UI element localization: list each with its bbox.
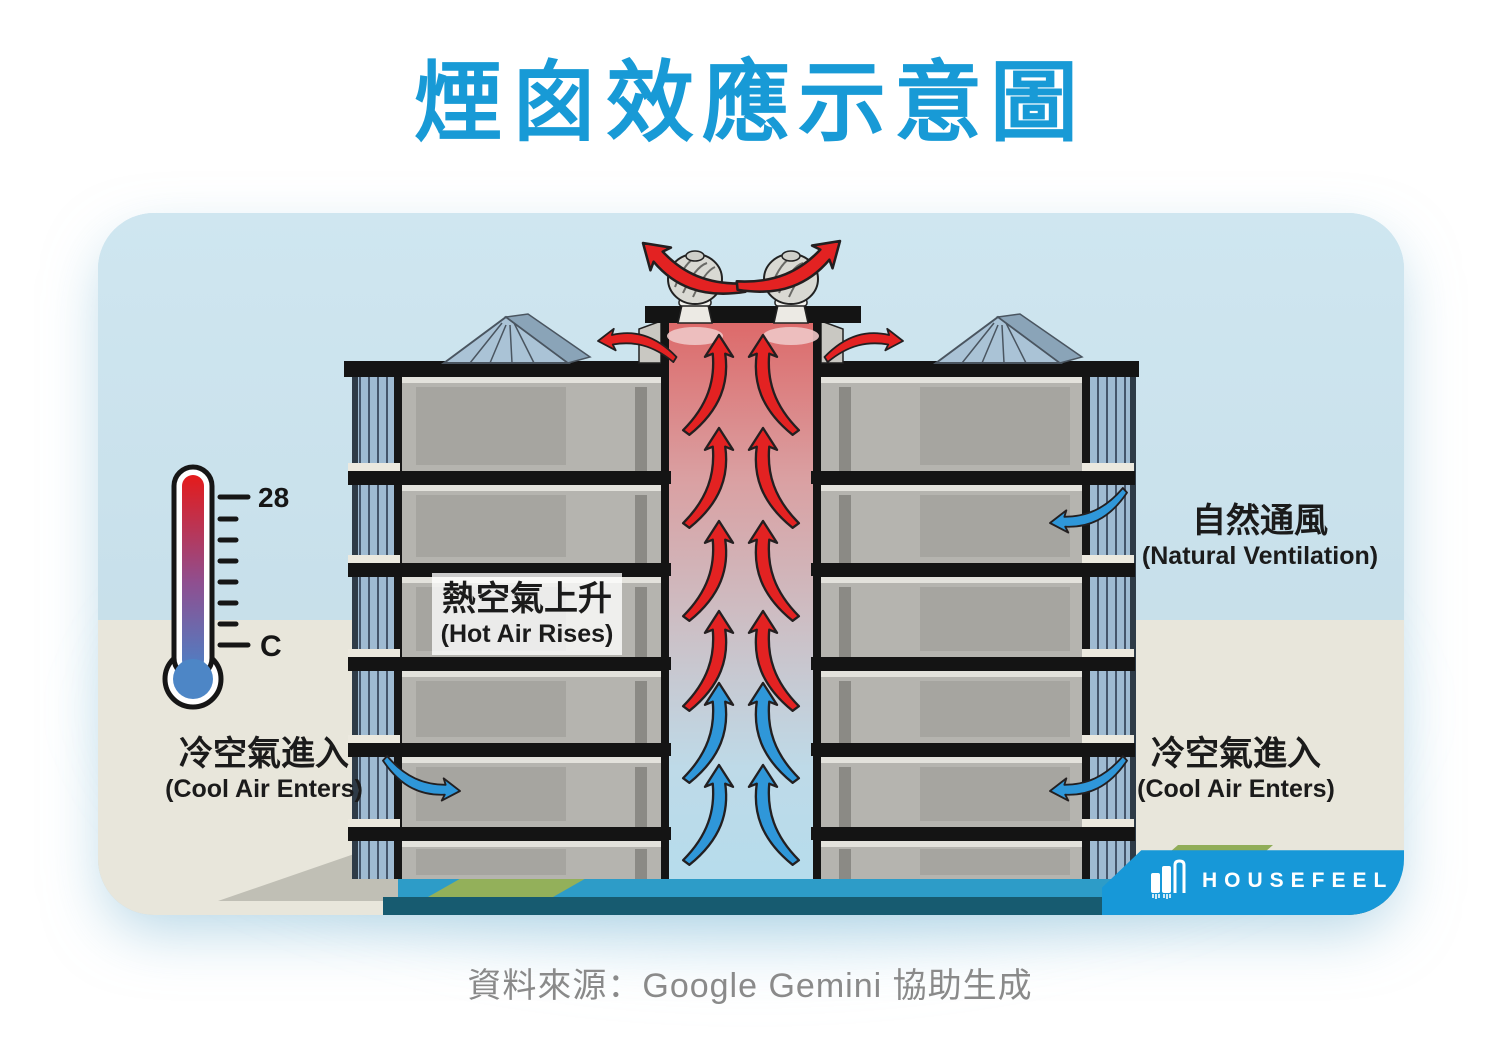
left-balconies (348, 463, 400, 827)
left-skylight (440, 313, 592, 364)
natural-ventilation-label-en: (Natural Ventilation) (1141, 541, 1379, 570)
cool-air-right-label-en: (Cool Air Enters) (1137, 774, 1335, 803)
housefeel-logo-icon (1151, 859, 1186, 899)
illustration-card: 28 C 熱空氣上升 (Hot Air Rises) 自然通風 (Natural… (98, 213, 1404, 915)
right-floor-slabs (809, 361, 1139, 841)
thermometer-scale (217, 494, 251, 648)
left-glass-facade (358, 377, 398, 879)
right-balconies (1082, 463, 1134, 827)
natural-ventilation-label-zh: 自然通風 (1192, 502, 1328, 540)
cool-air-left-label-zh: 冷空氣進入 (179, 735, 349, 773)
shaft-cap-slab (645, 306, 861, 323)
right-glass-facade (1090, 377, 1130, 879)
stack-effect-illustration: 28 C (98, 213, 1404, 915)
hot-air-label-zh: 熱空氣上升 (442, 580, 612, 618)
thermometer-bottom-label: C (260, 630, 282, 663)
cool-air-right-label: 冷空氣進入 (Cool Air Enters) (1116, 734, 1356, 804)
left-floor-slabs (344, 361, 669, 841)
right-wing-rooms (821, 377, 1082, 879)
brand-name: HOUSEFEEL (1202, 869, 1394, 892)
page-title: 煙囪效應示意圖 (413, 53, 1086, 152)
hot-air-label: 熱空氣上升 (Hot Air Rises) (432, 573, 622, 655)
central-shaft (645, 306, 861, 879)
cool-air-left-label: 冷空氣進入 (Cool Air Enters) (144, 734, 384, 804)
thermometer-top-label: 28 (258, 482, 289, 513)
brand-banner: HOUSEFEEL (1102, 850, 1404, 915)
cool-air-left-label-en: (Cool Air Enters) (165, 774, 363, 803)
thermometer-icon: 28 C (162, 464, 289, 710)
cool-air-right-label-zh: 冷空氣進入 (1151, 735, 1321, 773)
shaft-slab-stubs (647, 471, 835, 840)
source-caption: 資料來源：Google Gemini 協助生成 (467, 967, 1033, 1005)
right-skylight (932, 313, 1084, 364)
building-right-wing (809, 313, 1139, 879)
hot-air-label-en: (Hot Air Rises) (440, 619, 614, 648)
natural-ventilation-label: 自然通風 (Natural Ventilation) (1126, 501, 1394, 571)
